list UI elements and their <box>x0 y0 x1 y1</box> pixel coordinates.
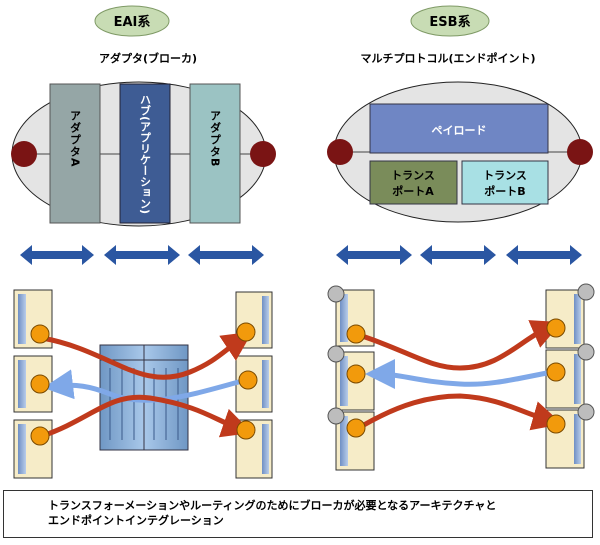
router-icon <box>577 403 595 421</box>
eai-double-arrows <box>20 245 264 265</box>
endpoint-icon <box>546 318 566 338</box>
adapter-b-label: アダプタB <box>209 110 222 167</box>
esb-transport-a: トランス ポートA <box>369 160 458 205</box>
adapter-a-label: アダプタA <box>69 110 82 168</box>
server-icon <box>545 289 585 349</box>
eai-subtitle: アダプタ(ブローカ) <box>99 51 197 65</box>
eai-badge: EAI系 <box>94 5 170 37</box>
caption-box: トランスフォーメーションやルーティングのためにブローカが必要となるアーキテクチャ… <box>3 490 593 538</box>
hub-label: ハブ(アプリケーション) <box>139 94 152 214</box>
eai-servers-left <box>13 289 53 479</box>
transport-a-label-line1: トランス <box>391 169 435 182</box>
eai-hub: ハブ(アプリケーション) <box>119 83 171 224</box>
endpoint-icon <box>30 324 50 344</box>
endpoint-icon <box>238 370 258 390</box>
endpoint-icon <box>30 426 50 446</box>
esb-endpoints <box>346 318 566 438</box>
endpoint-icon <box>236 420 256 440</box>
endpoint-icon <box>346 364 366 384</box>
eai-adapter-a: アダプタA <box>49 83 101 224</box>
transport-b-label-line2: ポートB <box>484 184 525 198</box>
eai-left-endpoint-node <box>11 141 37 167</box>
eai-endpoints <box>30 322 258 446</box>
endpoint-icon <box>346 418 366 438</box>
esb-transport-b: トランス ポートB <box>461 160 549 205</box>
esb-badge-label: ESB系 <box>429 14 470 30</box>
endpoint-icon <box>346 324 366 344</box>
endpoint-icon <box>546 414 566 434</box>
eai-flows <box>39 331 253 439</box>
endpoint-icon <box>546 362 566 382</box>
caption-line2: エンドポイントインテグレーション <box>48 514 224 527</box>
server-icon <box>13 419 53 479</box>
transport-b-label-line1: トランス <box>483 169 527 182</box>
caption-line1: トランスフォーメーションやルーティングのためにブローカが必要となるアーキテクチャ… <box>48 499 497 512</box>
payload-label: ペイロード <box>432 124 487 137</box>
router-icon <box>327 407 345 425</box>
endpoint-icon <box>236 322 256 342</box>
eai-badge-label: EAI系 <box>114 14 151 30</box>
router-icon <box>327 285 345 303</box>
esb-flows <box>359 320 563 431</box>
esb-router-icons <box>327 283 595 425</box>
eai-right-endpoint-node <box>250 141 276 167</box>
router-icon <box>577 343 595 361</box>
esb-right-endpoint-node <box>567 139 593 165</box>
esb-payload: ペイロード <box>369 103 549 154</box>
server-icon <box>545 349 585 409</box>
esb-badge: ESB系 <box>410 5 490 37</box>
esb-left-endpoint-node <box>327 139 353 165</box>
esb-double-arrows <box>336 245 582 265</box>
esb-subtitle: マルチプロトコル(エンドポイント) <box>360 51 535 65</box>
router-icon <box>327 345 345 363</box>
endpoint-icon <box>30 374 50 394</box>
router-icon <box>577 283 595 301</box>
transport-a-label-line2: ポートA <box>392 184 434 198</box>
eai-adapter-b: アダプタB <box>189 83 241 224</box>
